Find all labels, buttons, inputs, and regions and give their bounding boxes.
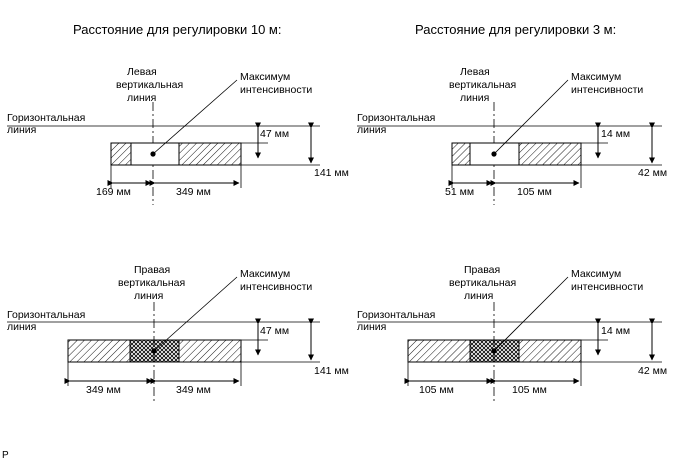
horizontal-line-label: Горизонтальная [357,112,435,124]
beam-zone-left [67,339,131,363]
dim-label-right: 105 мм [512,384,547,396]
horizontal-line-label: Горизонтальная [7,309,85,321]
vertical-line-label: вертикальная [116,79,183,91]
vertical-line-label: вертикальная [118,277,185,289]
vertical-line-label: Правая [464,264,500,276]
beam-zone-right [518,142,582,166]
dim-label-short: 14 мм [601,128,630,140]
max-intensity-label: интенсивности [571,281,643,293]
max-intensity-label: Максимум [571,268,621,280]
vertical-line-label: вертикальная [449,79,516,91]
max-intensity-label: интенсивности [240,84,312,96]
vertical-line-label: Левая [127,66,157,78]
vertical-line-label: Правая [134,264,170,276]
vertical-line-label: линия [127,92,156,104]
vertical-line-label: линия [134,290,163,302]
panel-heading: Расстояние для регулировки 10 м: [73,22,281,37]
dim-label-left: 105 мм [419,384,454,396]
max-intensity-leader [493,276,569,352]
horizontal-line-label: линия [357,321,386,333]
horizontal-line-label: Горизонтальная [357,309,435,321]
dim-label-left: 169 мм [96,186,131,198]
horizontal-line-label: Горизонтальная [7,112,85,124]
panel-top-left: Расстояние для регулировки 10 м: Левая в… [7,22,349,205]
max-intensity-label: Максимум [240,268,290,280]
beam-zone-left [407,339,471,363]
beam-zone-left [110,142,132,166]
dim-label-long: 42 мм [638,365,667,377]
max-intensity-label: Максимум [571,71,621,83]
max-intensity-label: Максимум [240,71,290,83]
beam-zone-right [518,339,582,363]
dim-label-left: 51 мм [445,186,474,198]
beam-zone-right [178,142,242,166]
dim-label-long: 141 мм [314,365,349,377]
dim-label-short: 47 мм [260,128,289,140]
max-intensity-leader [493,79,569,155]
dim-label-long: 141 мм [314,167,349,179]
corner-mark: P [2,450,9,461]
panel-bottom-right: Правая вертикальная линия Максимум интен… [357,264,667,404]
max-intensity-leader [153,276,238,352]
dim-label-right: 105 мм [517,186,552,198]
panel-heading: Расстояние для регулировки 3 м: [415,22,616,37]
vertical-line-label: Левая [460,66,490,78]
dim-label-short: 47 мм [260,325,289,337]
vertical-line-label: линия [460,92,489,104]
panel-bottom-left: Правая вертикальная линия Максимум интен… [7,264,349,404]
dim-label-right: 349 мм [176,186,211,198]
beam-zone-left [451,142,471,166]
dim-label-right: 349 мм [176,384,211,396]
vertical-line-label: линия [464,290,493,302]
dim-label-left: 349 мм [86,384,121,396]
dim-label-short: 14 мм [601,325,630,337]
dim-label-long: 42 мм [638,167,667,179]
max-intensity-label: интенсивности [571,84,643,96]
max-intensity-label: интенсивности [240,281,312,293]
horizontal-line-label: линия [7,124,36,136]
panel-top-right: Расстояние для регулировки 3 м: Левая ве… [357,22,667,205]
horizontal-line-label: линия [357,124,386,136]
horizontal-line-label: линия [7,321,36,333]
beam-zone-right [178,339,242,363]
max-intensity-leader [152,79,238,155]
vertical-line-label: вертикальная [449,277,516,289]
